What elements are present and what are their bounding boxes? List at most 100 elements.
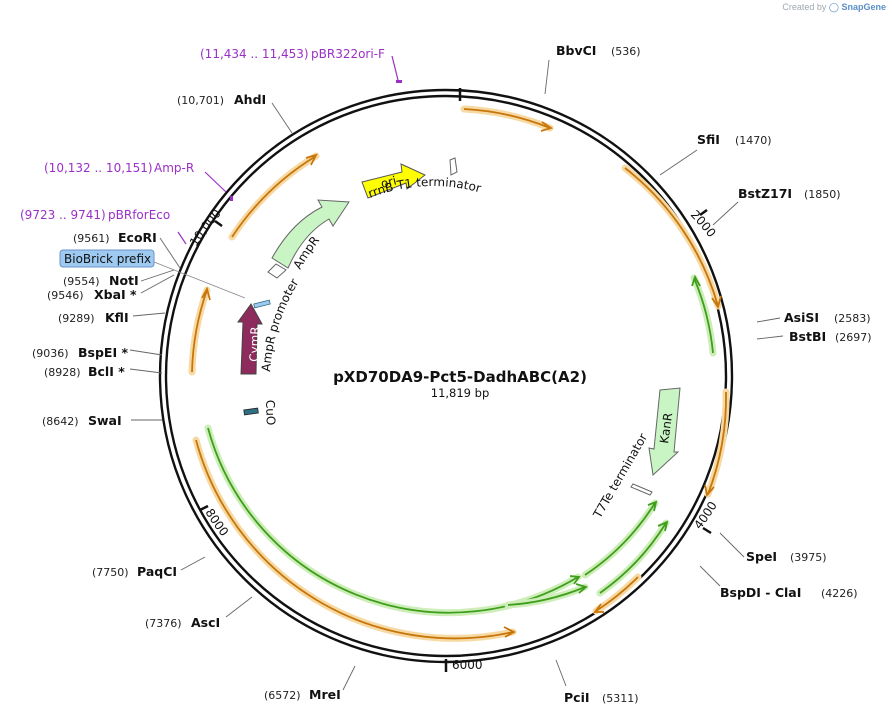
pbrforeco-range: (9723 .. 9741) <box>20 208 106 222</box>
enzyme-position: (10,701) <box>177 94 224 107</box>
cymr-label: CymR <box>247 326 262 362</box>
enzyme-name: AsiSI <box>784 310 819 325</box>
enzyme-bstbi[interactable]: BstBI (2697) <box>789 329 872 344</box>
pbrforeco-name: pBRforEco <box>108 208 170 222</box>
enzyme-name: EcoRI <box>118 230 157 245</box>
feature-t7te-terminator[interactable]: T7Te terminator <box>590 431 653 521</box>
feature-kanr[interactable]: KanR <box>648 387 681 477</box>
tick-6000: 6000 <box>444 658 483 672</box>
t7te-label: T7Te terminator <box>590 431 650 521</box>
snapgene-credit: Created by ◯ SnapGene <box>782 2 886 13</box>
enzyme-position: (2583) <box>834 312 871 325</box>
enzyme-name: SwaI <box>88 413 122 428</box>
enzyme-pcii[interactable]: PciI (5311) <box>564 690 639 705</box>
orf-right-upper <box>621 164 722 310</box>
feature-ampr-promoter[interactable]: AmpR promoter <box>259 263 301 372</box>
enzyme-name: SpeI <box>746 549 777 564</box>
feature-biobrick-prefix[interactable]: BioBrick prefix <box>59 249 246 299</box>
enzyme-ecori[interactable]: (9561) EcoRI <box>73 230 157 245</box>
enzyme-bbvci[interactable]: BbvCI (536) <box>556 43 641 58</box>
biobrick-prefix-label: BioBrick prefix <box>64 252 151 266</box>
enzyme-ahdi[interactable]: (10,701) AhdI <box>177 92 266 107</box>
ori-label: ori <box>379 174 398 191</box>
orf-bottom-left-long <box>192 436 517 642</box>
enzyme-position: (9289) <box>58 312 95 325</box>
ampr-promoter-label: AmpR promoter <box>259 276 301 372</box>
feature-ampr[interactable]: AmpR <box>271 199 350 271</box>
enzyme-name: BclI * <box>88 364 125 379</box>
enzyme-position: (5311) <box>602 692 639 705</box>
enzyme-noti[interactable]: (9554) NotI <box>63 273 139 288</box>
enzyme-position: (536) <box>611 45 641 58</box>
enzyme-position: (9036) <box>32 347 69 360</box>
enzyme-spei[interactable]: SpeI (3975) <box>746 549 827 564</box>
plasmid-length: 11,819 bp <box>431 386 490 400</box>
primer-amp-r[interactable]: (10,132 .. 10,151) Amp-R <box>44 161 233 201</box>
enzyme-position: (2697) <box>835 331 872 344</box>
enzyme-labels: BbvCI (536) SfiI (1470) BstZ17I (1850) A… <box>32 43 872 705</box>
orf-arcs-green <box>204 274 717 617</box>
enzyme-name: AhdI <box>234 92 266 107</box>
enzyme-name: BspEI * <box>78 345 128 360</box>
feature-ori[interactable]: ori <box>361 163 426 199</box>
snapgene-logo-icon: ◯ <box>828 2 839 12</box>
enzyme-position: (9561) <box>73 232 110 245</box>
orf-right-lower <box>704 388 730 498</box>
feature-cymr[interactable]: CymR <box>237 303 263 375</box>
enzyme-position: (3975) <box>790 551 827 564</box>
credit-brand: SnapGene <box>841 2 886 12</box>
enzyme-name: BbvCI <box>556 43 596 58</box>
enzyme-position: (1850) <box>804 188 841 201</box>
plasmid-name: pXD70DA9-Pct5-DadhABC(A2) <box>333 368 587 386</box>
enzyme-paqci[interactable]: (7750) PaqCI <box>92 564 177 579</box>
enzyme-position: (9554) <box>63 275 100 288</box>
enzyme-asisi[interactable]: AsiSI (2583) <box>784 310 871 325</box>
amp-r-range: (10,132 .. 10,151) <box>44 161 153 175</box>
enzyme-sfii[interactable]: SfiI (1470) <box>697 132 772 147</box>
primer-pbrforeco[interactable]: (9723 .. 9741) pBRforEco <box>20 208 187 245</box>
enzyme-bstz17i[interactable]: BstZ17I (1850) <box>738 186 841 201</box>
enzyme-position: (9546) <box>47 289 84 302</box>
enzyme-position: (8642) <box>42 415 79 428</box>
enzyme-swai[interactable]: (8642) SwaI <box>42 413 122 428</box>
enzyme-mrei[interactable]: (6572) MreI <box>264 687 341 702</box>
enzyme-name: BstZ17I <box>738 186 792 201</box>
orf-bottom-right-short <box>592 573 642 615</box>
tick-10000: 10,000 <box>187 206 224 248</box>
enzyme-bspei[interactable]: (9036) BspEI * <box>32 345 128 360</box>
pbr322ori-f-range: (11,434 .. 11,453) <box>200 47 309 61</box>
enzyme-position: (4226) <box>821 587 858 600</box>
green-orf-inner-1 <box>581 499 659 579</box>
primer-pbr322ori-f[interactable]: (11,434 .. 11,453) pBR322ori-F <box>200 47 402 83</box>
enzyme-xbai[interactable]: (9546) XbaI * <box>47 287 137 302</box>
enzyme-bcli[interactable]: (8928) BclI * <box>44 364 125 379</box>
enzyme-bspdi-clai[interactable]: BspDI - ClaI (4226) <box>720 585 858 600</box>
enzyme-asci[interactable]: (7376) AscI <box>145 615 220 630</box>
enzyme-position: (7376) <box>145 617 182 630</box>
green-orf-right <box>690 274 717 357</box>
orf-upper-left <box>228 152 320 241</box>
enzyme-name: AscI <box>191 615 220 630</box>
feature-cuo[interactable]: CuO <box>243 400 278 426</box>
enzyme-leader-lines <box>129 59 784 691</box>
enzyme-kfli[interactable]: (9289) KflI <box>58 310 129 325</box>
green-orf-left-long <box>204 424 582 617</box>
enzyme-name: SfiI <box>697 132 720 147</box>
feature-small-marker <box>253 299 271 309</box>
orf-arcs-orange <box>188 105 730 642</box>
tick-label-10000: 10,000 <box>187 206 224 248</box>
enzyme-name: XbaI * <box>94 287 137 302</box>
tick-label-6000: 6000 <box>452 658 483 672</box>
credit-prefix: Created by <box>782 2 827 12</box>
enzyme-name: MreI <box>309 687 341 702</box>
orf-left <box>188 286 211 376</box>
orf-top <box>460 105 554 132</box>
amp-r-name: Amp-R <box>154 161 194 175</box>
enzyme-name: PciI <box>564 690 590 705</box>
kanr-label: KanR <box>657 412 675 445</box>
enzyme-name: BstBI <box>789 329 826 344</box>
enzyme-position: (7750) <box>92 566 129 579</box>
enzyme-position: (6572) <box>264 689 301 702</box>
enzyme-name: PaqCI <box>137 564 177 579</box>
